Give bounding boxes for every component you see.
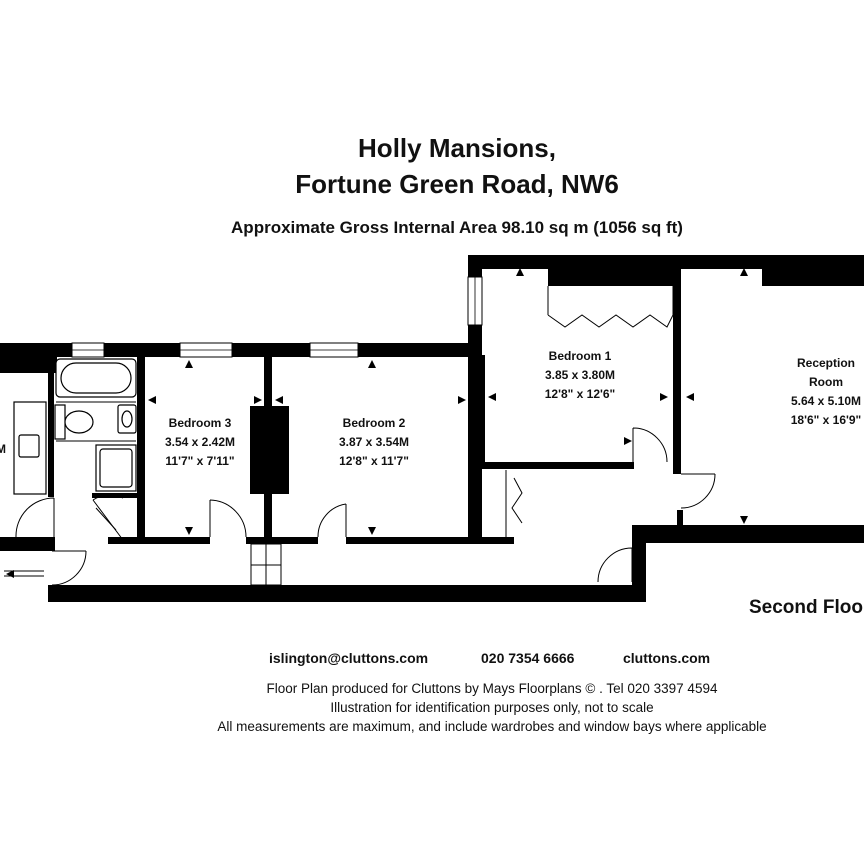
wall: [468, 269, 482, 277]
wall: [468, 355, 482, 542]
door-swing: [51, 550, 87, 586]
dimension-arrow: [686, 393, 694, 401]
wall: [108, 537, 210, 544]
dimension-arrow: [148, 396, 156, 404]
wall: [57, 343, 72, 357]
door-swing: [15, 497, 55, 538]
room-name: Bedroom 1: [548, 349, 612, 363]
room-name: Bedroom 3: [168, 416, 232, 430]
contact-email[interactable]: islington@cluttons.com: [269, 650, 429, 666]
dimension-arrow: [185, 360, 193, 368]
room-imperial: 11'7" x 7'11": [165, 454, 235, 468]
door-swing: [317, 503, 347, 538]
dimension-arrow: [185, 527, 193, 535]
wall: [762, 269, 864, 286]
dimension-arrow: [368, 527, 376, 535]
floor-label: Second Floor: [749, 597, 864, 618]
wall: [673, 269, 681, 474]
wall: [481, 462, 634, 469]
dimension-arrow: [660, 393, 668, 401]
dimension-arrow: [275, 396, 283, 404]
bathtub-inner: [60, 362, 132, 394]
door-swing: [92, 494, 124, 541]
room-name-line1: Reception: [796, 356, 855, 370]
cupboard-doors: [511, 477, 523, 524]
door-swing: [680, 473, 716, 509]
contact-phone[interactable]: 020 7354 6666: [481, 650, 575, 666]
door-swing: [597, 547, 633, 583]
room-metric: 3.85 x 3.80M: [544, 368, 616, 382]
gross-internal-area: Approximate Gross Internal Area 98.10 sq…: [231, 218, 683, 237]
footer-credit: Floor Plan produced for Cluttons by Mays…: [266, 681, 718, 696]
room-metric: 3.54 x 2.42M: [164, 435, 236, 449]
dimension-arrow: [458, 396, 466, 404]
wall: [137, 357, 145, 542]
shower-inner: [99, 448, 133, 488]
wall: [0, 537, 55, 551]
wardrobe-doors: [547, 314, 674, 328]
room-label-partial: M: [0, 442, 6, 456]
dimension-arrow: [368, 360, 376, 368]
footer-disclaimer: Illustration for identification purposes…: [330, 700, 654, 715]
room-name-line2: Room: [809, 375, 843, 389]
room-imperial: 12'8" x 12'6": [544, 387, 616, 401]
room-imperial: 18'6" x 16'9": [790, 413, 862, 427]
room-label-reception-room: Reception Room 5.64 x 5.10M 18'6" x 16'9…: [776, 354, 864, 430]
wall: [346, 537, 514, 544]
wall: [548, 269, 676, 286]
plan-title-line1: Holly Mansions,: [358, 133, 556, 163]
room-metric: 3.87 x 3.54M: [338, 435, 410, 449]
wall: [246, 537, 318, 544]
room-name: Bedroom 2: [342, 416, 406, 430]
footer-measurements: All measurements are maximum, and includ…: [217, 719, 767, 734]
wall: [481, 355, 485, 467]
door-swing: [95, 507, 117, 531]
dimension-arrow: [624, 437, 632, 445]
room-label-bedroom-2: Bedroom 2 3.87 x 3.54M 12'8" x 11'7": [324, 414, 424, 471]
dimension-arrow: [516, 268, 524, 276]
room-label-bedroom-1: Bedroom 1 3.85 x 3.80M 12'8" x 12'6": [530, 347, 630, 404]
basin-bowl: [121, 410, 133, 428]
dimension-arrow: [254, 396, 262, 404]
wall: [48, 585, 646, 602]
contact-website[interactable]: cluttons.com: [623, 650, 711, 666]
plan-title-line2: Fortune Green Road, NW6: [295, 169, 619, 199]
door-swing: [209, 499, 247, 538]
room-label-bedroom-3: Bedroom 3 3.54 x 2.42M 11'7" x 7'11": [150, 414, 250, 471]
toilet-bowl: [64, 410, 94, 434]
wall: [48, 357, 54, 497]
wall: [632, 525, 864, 543]
door-swing: [632, 427, 668, 463]
toilet-cistern: [54, 404, 66, 440]
wall: [0, 343, 57, 373]
room-imperial: 12'8" x 11'7": [339, 454, 409, 468]
wall: [250, 406, 289, 494]
room-metric: 5.64 x 5.10M: [790, 394, 862, 408]
wall: [358, 343, 482, 357]
dimension-arrow: [740, 516, 748, 524]
dimension-arrow: [6, 570, 14, 578]
dimension-arrow: [488, 393, 496, 401]
wall: [677, 510, 683, 527]
wall: [232, 343, 310, 357]
wall: [104, 343, 180, 357]
sink: [18, 434, 40, 458]
dimension-arrow: [740, 268, 748, 276]
wall: [468, 255, 864, 269]
wall: [632, 540, 646, 602]
